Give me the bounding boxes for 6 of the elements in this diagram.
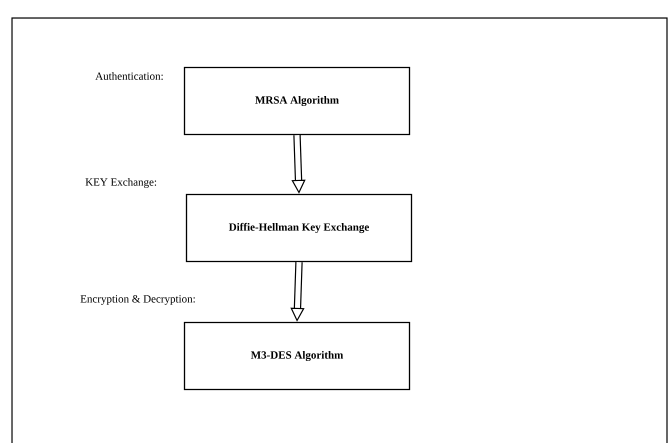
step-heading: KEY Exchange:: [86, 178, 156, 188]
process-box: MRSA Algorithm: [184, 66, 410, 136]
process-box: Diffie-Hellman Key Exchange: [186, 194, 412, 262]
step-heading: Authentication:: [95, 72, 163, 80]
process-box: M3-DES Algorithm: [184, 322, 410, 390]
step-heading: Encryption & Decryption:: [80, 295, 195, 305]
